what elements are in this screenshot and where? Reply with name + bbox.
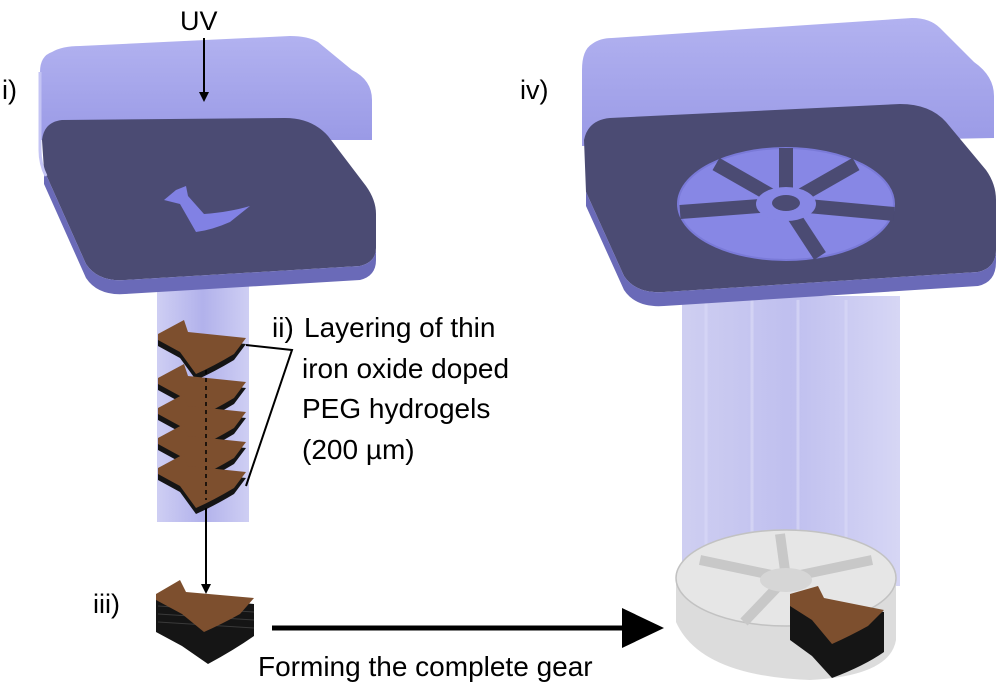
mask-edge-highlight-left xyxy=(38,72,48,177)
hydrogel-layer-stack xyxy=(158,320,246,514)
photomask-right xyxy=(582,18,996,586)
hydrogel-layer xyxy=(158,394,246,454)
uv-label: UV xyxy=(180,6,218,36)
step-label-i: i) xyxy=(2,75,17,105)
step-label-iv: iv) xyxy=(520,75,549,105)
forming-arrowhead xyxy=(622,608,664,648)
step2-line-3: PEG hydrogels xyxy=(302,393,490,424)
mask-top-face-left xyxy=(40,36,372,140)
hydrogel-layer xyxy=(158,320,246,380)
layer-bracket xyxy=(245,344,294,487)
compact-gear-tooth xyxy=(156,580,255,664)
hydrogel-layer xyxy=(158,424,246,484)
step2-line-4: (200 µm) xyxy=(302,434,415,465)
step-label-iii: iii) xyxy=(93,589,120,619)
mask-slot-wedge xyxy=(164,186,250,232)
mask-side-face-right xyxy=(586,192,996,307)
forming-caption: Forming the complete gear xyxy=(258,651,593,682)
mask-dark-face-left xyxy=(42,118,376,281)
photomask-left xyxy=(38,36,376,522)
complete-gear xyxy=(675,529,897,680)
hydrogel-layer xyxy=(158,454,246,514)
mask-slot-gear xyxy=(677,147,895,261)
step2-line-1: Layering of thin xyxy=(304,312,495,343)
hydrogel-layer xyxy=(158,364,246,424)
step-label-ii: ii) xyxy=(272,312,294,343)
step2-line-2: iron oxide doped xyxy=(302,353,509,384)
